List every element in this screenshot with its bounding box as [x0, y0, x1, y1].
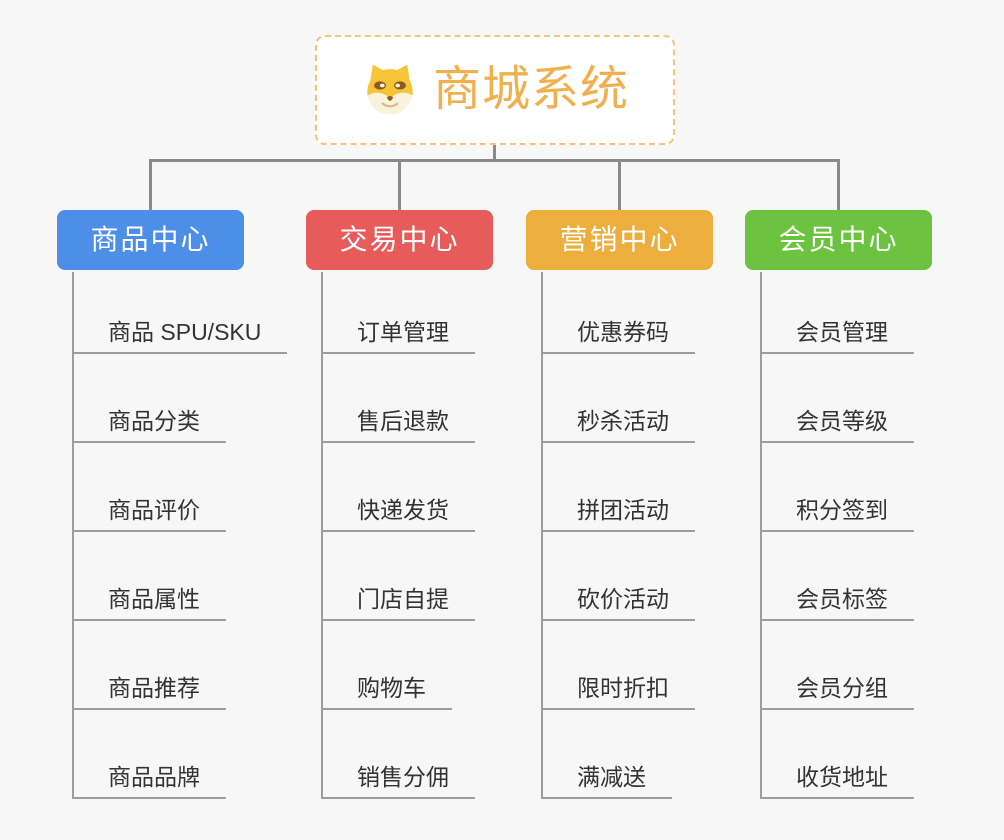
child-node[interactable]: 满减送 — [543, 710, 695, 799]
child-node-label: 会员标签 — [762, 586, 914, 621]
child-node[interactable]: 会员等级 — [762, 354, 914, 443]
child-node[interactable]: 商品推荐 — [74, 621, 287, 710]
child-node[interactable]: 售后退款 — [323, 354, 475, 443]
child-node-label: 快递发货 — [323, 497, 475, 532]
connector-drop-branch-4 — [837, 159, 840, 212]
branch-node-marketing-center[interactable]: 营销中心 — [526, 210, 713, 270]
child-node-label: 收货地址 — [762, 764, 914, 799]
child-node[interactable]: 拼团活动 — [543, 443, 695, 532]
child-node-label: 会员管理 — [762, 319, 914, 354]
child-node-label: 售后退款 — [323, 408, 475, 443]
branch-node-label: 交易中心 — [339, 224, 460, 255]
connector-horizontal-bar — [149, 159, 840, 162]
child-node-label: 砍价活动 — [543, 586, 695, 621]
child-node-label: 限时折扣 — [543, 675, 695, 710]
child-node[interactable]: 会员管理 — [762, 272, 914, 354]
branch-node-product-center[interactable]: 商品中心 — [57, 210, 244, 270]
child-node-label: 拼团活动 — [543, 497, 695, 532]
child-node[interactable]: 门店自提 — [323, 532, 475, 621]
child-node-label: 销售分佣 — [323, 764, 475, 799]
child-node[interactable]: 商品品牌 — [74, 710, 287, 799]
child-node-label: 满减送 — [543, 764, 672, 799]
child-node-label: 商品推荐 — [74, 675, 226, 710]
child-node[interactable]: 订单管理 — [323, 272, 475, 354]
child-node[interactable]: 商品评价 — [74, 443, 287, 532]
connector-drop-branch-3 — [618, 159, 621, 212]
child-node-label: 优惠券码 — [543, 319, 695, 354]
child-node[interactable]: 销售分佣 — [323, 710, 475, 799]
branch-children-trade-center: 订单管理 售后退款 快递发货 门店自提 购物车 销售分佣 — [321, 272, 475, 799]
connector-drop-branch-2 — [398, 159, 401, 212]
child-node-label: 积分签到 — [762, 497, 914, 532]
child-node-label: 门店自提 — [323, 586, 475, 621]
branch-children-member-center: 会员管理 会员等级 积分签到 会员标签 会员分组 收货地址 — [760, 272, 914, 799]
child-node[interactable]: 限时折扣 — [543, 621, 695, 710]
child-node-label: 购物车 — [323, 675, 452, 710]
child-node[interactable]: 商品 SPU/SKU — [74, 272, 288, 354]
root-node[interactable]: 商城系统 — [315, 35, 675, 145]
child-node[interactable]: 优惠券码 — [543, 272, 695, 354]
child-node[interactable]: 积分签到 — [762, 443, 914, 532]
child-node-label: 商品属性 — [74, 586, 226, 621]
child-node-label: 商品品牌 — [74, 764, 226, 799]
child-node[interactable]: 商品属性 — [74, 532, 287, 621]
child-node[interactable]: 收货地址 — [762, 710, 914, 799]
child-node-label: 商品分类 — [74, 408, 226, 443]
child-node[interactable]: 快递发货 — [323, 443, 475, 532]
branch-node-member-center[interactable]: 会员中心 — [745, 210, 932, 270]
branch-children-marketing-center: 优惠券码 秒杀活动 拼团活动 砍价活动 限时折扣 满减送 — [541, 272, 695, 799]
child-node-label: 会员等级 — [762, 408, 914, 443]
branch-node-label: 商品中心 — [90, 224, 211, 255]
child-node[interactable]: 秒杀活动 — [543, 354, 695, 443]
connector-drop-branch-1 — [149, 159, 152, 212]
dog-face-icon — [367, 64, 413, 115]
child-node-label: 商品 SPU/SKU — [74, 319, 288, 354]
child-node[interactable]: 商品分类 — [74, 354, 287, 443]
branch-node-label: 会员中心 — [778, 224, 899, 255]
child-node-label: 商品评价 — [74, 497, 226, 532]
branch-node-trade-center[interactable]: 交易中心 — [306, 210, 493, 270]
child-node[interactable]: 会员标签 — [762, 532, 914, 621]
child-node-label: 秒杀活动 — [543, 408, 695, 443]
child-node-label: 会员分组 — [762, 675, 914, 710]
child-node[interactable]: 会员分组 — [762, 621, 914, 710]
branch-children-product-center: 商品 SPU/SKU 商品分类 商品评价 商品属性 商品推荐 商品品牌 — [72, 272, 288, 799]
branch-node-label: 营销中心 — [559, 224, 680, 255]
child-node[interactable]: 购物车 — [323, 621, 475, 710]
child-node[interactable]: 砍价活动 — [543, 532, 695, 621]
root-node-label: 商城系统 — [432, 63, 629, 116]
connector-root-stub — [493, 145, 496, 160]
child-node-label: 订单管理 — [323, 319, 475, 354]
